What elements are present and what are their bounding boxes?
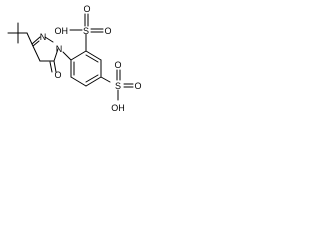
bond-n-to-benzene (62, 51, 72, 61)
atom-label-s-bottom: S (115, 81, 121, 91)
bond-benzene-top-left (70, 50, 87, 61)
atom-label-n2: N (40, 32, 47, 42)
pyrazolone-ring (31, 36, 59, 73)
bond-ring-c3-c4 (31, 43, 41, 62)
bond-carbonyl-2 (49, 61, 53, 73)
bond-benzene-inner-bottom (85, 74, 99, 83)
atom-label-o-top-right: O (104, 26, 111, 36)
atom-label-o-bottom-right: O (134, 81, 141, 91)
chemical-structure-figure: O N N OH S O O S O O OH (0, 0, 148, 116)
bond-benzene-to-s-bottom (100, 76, 111, 83)
sulfonic-group-bottom (100, 69, 134, 101)
bond-ring-c5-n1 (53, 48, 59, 62)
chemical-structure: O N N OH S O O S O O OH (7, 4, 142, 113)
bond-benzene-inner-top (85, 54, 99, 63)
atom-label-o-top-up: O (83, 4, 90, 14)
tert-butyl-group (7, 22, 33, 45)
bond-ring-n1-n2 (44, 36, 54, 43)
bond-tbu-to-ring (26, 32, 33, 45)
bond-ring-n2-c3 (31, 36, 41, 45)
sulfonic-group-top (69, 13, 104, 52)
atom-label-oh-bottom: OH (111, 103, 125, 113)
atom-label-oh-top: OH (55, 26, 69, 36)
bond-benzene-bottom-right (85, 76, 102, 87)
bond-ring-double-inner (32, 40, 40, 47)
benzene-ring (70, 50, 102, 87)
atom-label-ring-oxygen: O (54, 70, 61, 80)
bond-benzene-bottom-left (70, 76, 87, 87)
bond-benzene-top-right (85, 50, 102, 61)
atom-label-s-top: S (83, 26, 89, 36)
atom-label-o-bottom-up: O (114, 60, 121, 70)
atom-label-n1: N (56, 44, 63, 54)
bond-carbonyl-1 (53, 60, 57, 73)
